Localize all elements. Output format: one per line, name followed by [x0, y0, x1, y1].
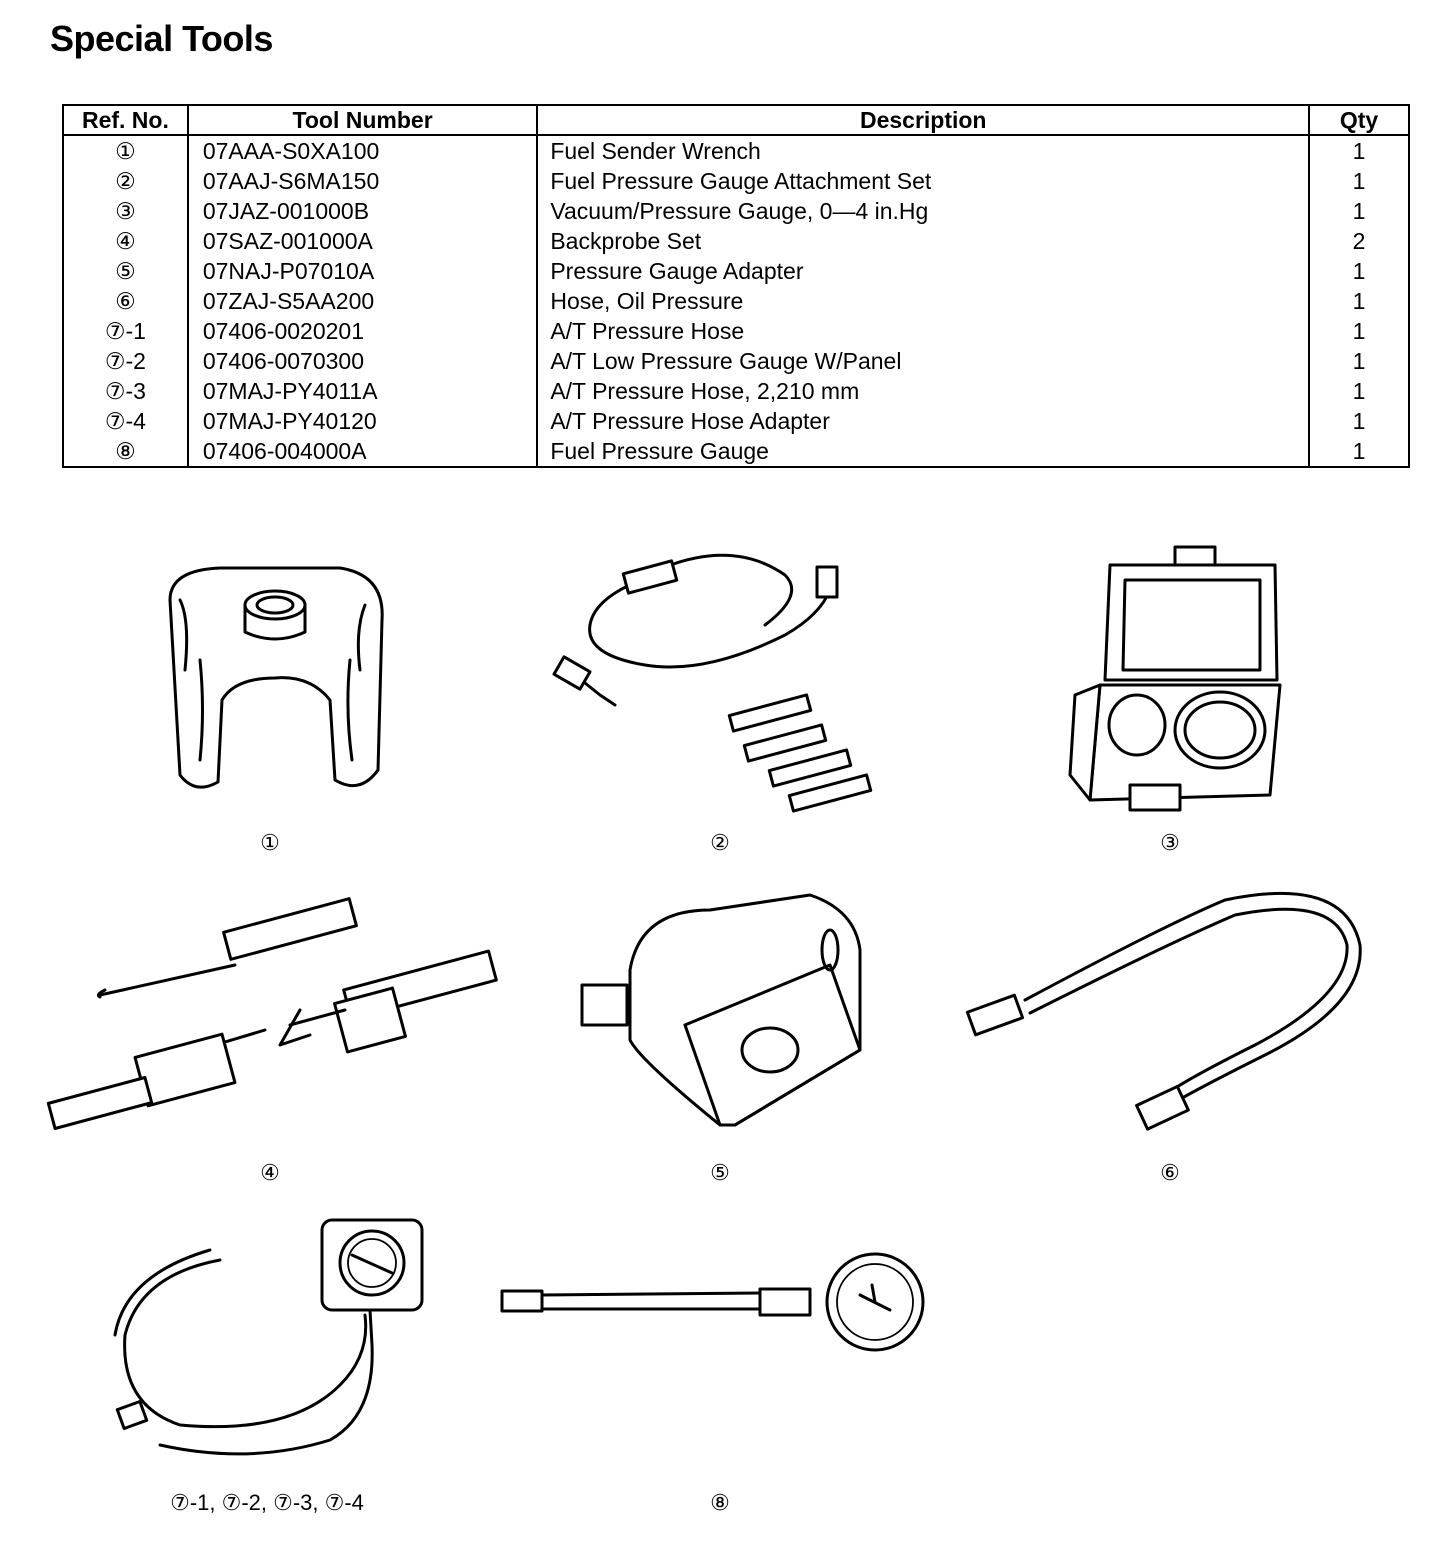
tool-number-cell: 07406-0020201	[186, 316, 539, 346]
ref-cell: ⑦-2	[62, 346, 189, 376]
fuel-pressure-attachment-set-illustration	[552, 553, 873, 813]
tool-number-cell: 07406-004000A	[186, 436, 539, 467]
figure-8-caption: ⑧	[710, 1490, 730, 1515]
figure-7-caption: ⑦-1, ⑦-2, ⑦-3, ⑦-4	[170, 1490, 364, 1515]
header-description: Description	[536, 104, 1311, 136]
description-cell: Fuel Pressure Gauge	[536, 436, 1311, 467]
description-cell: A/T Pressure Hose Adapter	[536, 406, 1311, 436]
qty-cell: 1	[1308, 256, 1410, 286]
qty-cell: 1	[1308, 436, 1410, 467]
description-cell: A/T Low Pressure Gauge W/Panel	[536, 346, 1311, 376]
figure-1-caption: ①	[260, 830, 280, 855]
qty-cell: 1	[1308, 406, 1410, 436]
ref-cell: ⑦-4	[62, 406, 189, 436]
qty-cell: 1	[1308, 166, 1410, 196]
table-header-row: Ref. No. Tool Number Description Qty	[62, 104, 1410, 136]
fuel-pressure-gauge-illustration	[500, 1252, 925, 1352]
qty-cell: 1	[1308, 316, 1410, 346]
qty-cell: 1	[1308, 196, 1410, 226]
tool-number-cell: 07NAJ-P07010A	[186, 256, 539, 286]
ref-cell: ⑦-1	[62, 316, 189, 346]
qty-cell: 1	[1308, 376, 1410, 406]
tool-number-cell: 07AAJ-S6MA150	[186, 166, 539, 196]
fuel-sender-wrench-illustration	[168, 566, 384, 789]
ref-cell: ①	[62, 135, 189, 166]
backprobe-set-illustration	[46, 897, 498, 1130]
description-cell: Vacuum/Pressure Gauge, 0—4 in.Hg	[536, 196, 1311, 226]
description-cell: Fuel Sender Wrench	[536, 135, 1311, 166]
figure-4-caption: ④	[260, 1160, 280, 1185]
header-qty: Qty	[1308, 104, 1410, 136]
qty-cell: 1	[1308, 346, 1410, 376]
description-cell: Pressure Gauge Adapter	[536, 256, 1311, 286]
tool-number-cell: 07SAZ-001000A	[186, 226, 539, 256]
oil-pressure-hose-illustration	[965, 891, 1362, 1131]
tool-number-cell: 07AAA-S0XA100	[186, 135, 539, 166]
description-cell: Fuel Pressure Gauge Attachment Set	[536, 166, 1311, 196]
pressure-gauge-adapter-illustration	[580, 893, 862, 1127]
ref-cell: ⑧	[62, 436, 189, 467]
header-ref-no: Ref. No.	[62, 104, 189, 136]
tool-number-cell: 07406-0070300	[186, 346, 539, 376]
description-cell: Backprobe Set	[536, 226, 1311, 256]
ref-cell: ⑦-3	[62, 376, 189, 406]
description-cell: A/T Pressure Hose, 2,210 mm	[536, 376, 1311, 406]
figure-5-caption: ⑤	[710, 1160, 730, 1185]
qty-cell: 1	[1308, 286, 1410, 316]
tool-number-cell: 07MAJ-PY40120	[186, 406, 539, 436]
vacuum-gauge-case-illustration	[1068, 545, 1282, 812]
figure-6-caption: ⑥	[1160, 1160, 1180, 1185]
qty-cell: 1	[1308, 135, 1410, 166]
ref-cell: ④	[62, 226, 189, 256]
ref-cell: ⑥	[62, 286, 189, 316]
at-pressure-gauge-hose-illustration	[113, 1218, 424, 1456]
page-title: Special Tools	[50, 18, 273, 59]
figure-2-caption: ②	[710, 830, 730, 855]
qty-cell: 2	[1308, 226, 1410, 256]
ref-cell: ⑤	[62, 256, 189, 286]
description-cell: Hose, Oil Pressure	[536, 286, 1311, 316]
description-cell: A/T Pressure Hose	[536, 316, 1311, 346]
figure-3-caption: ③	[1160, 830, 1180, 855]
header-tool-number: Tool Number	[186, 104, 539, 136]
tool-number-cell: 07ZAJ-S5AA200	[186, 286, 539, 316]
ref-cell: ②	[62, 166, 189, 196]
tool-number-cell: 07MAJ-PY4011A	[186, 376, 539, 406]
tool-number-cell: 07JAZ-001000B	[186, 196, 539, 226]
ref-cell: ③	[62, 196, 189, 226]
